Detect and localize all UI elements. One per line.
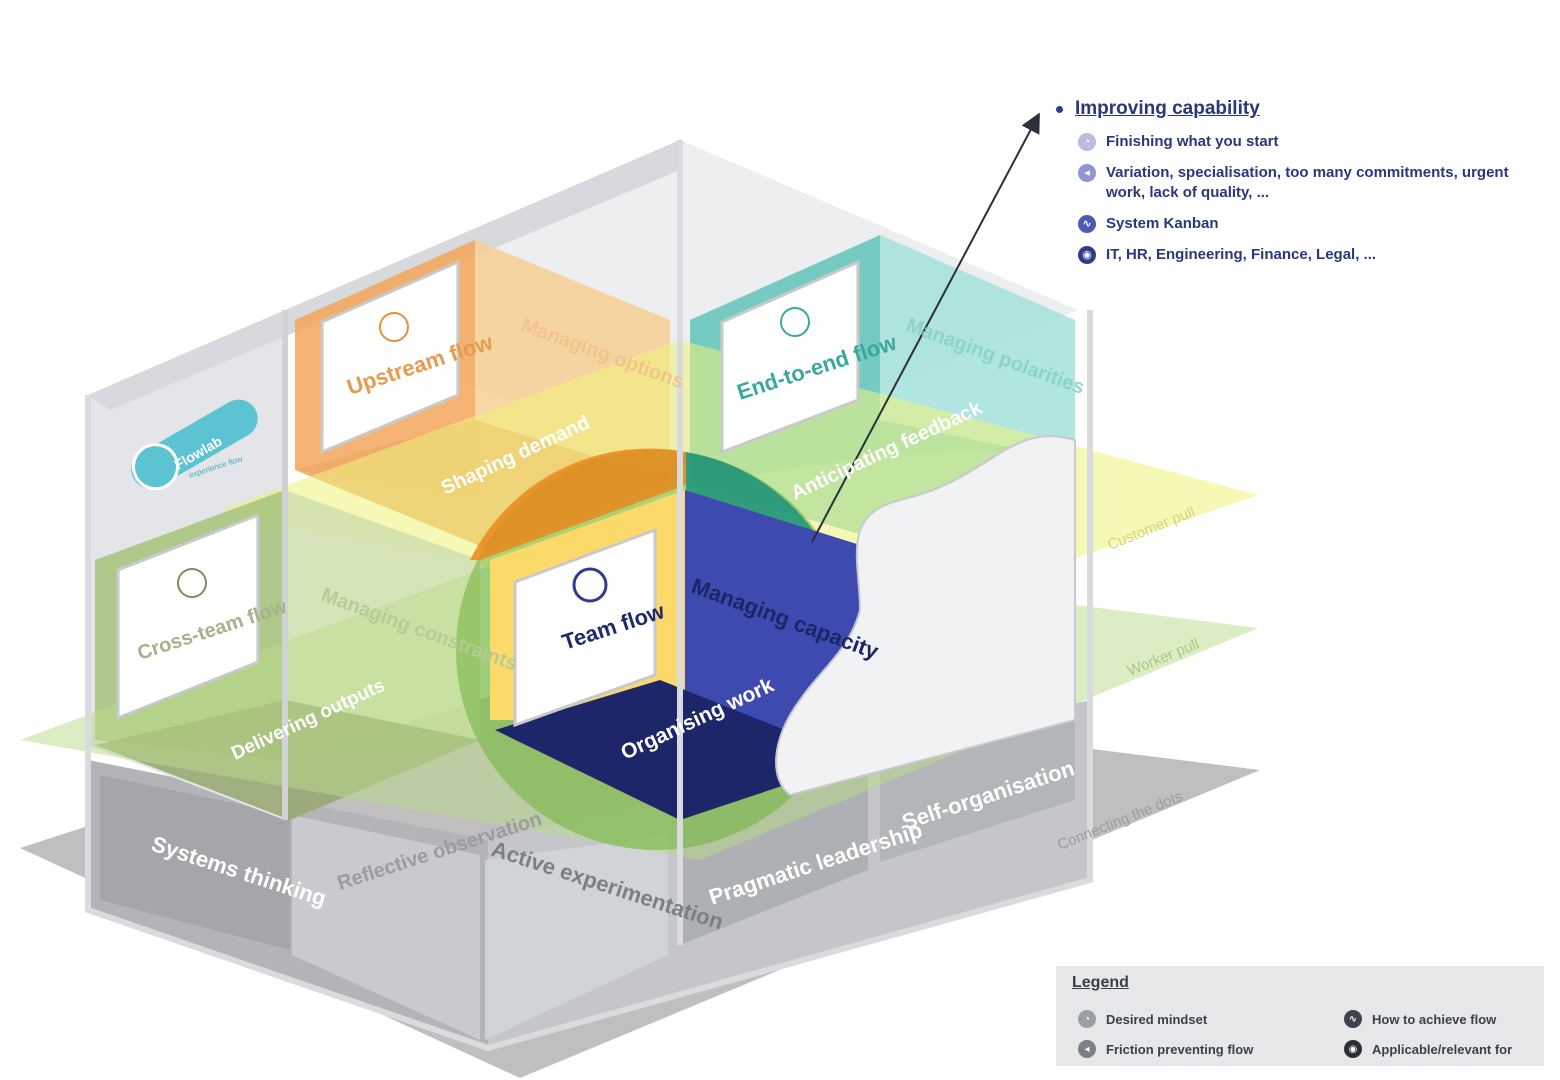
team-highlight-orange <box>470 448 686 560</box>
info-item-text: IT, HR, Engineering, Finance, Legal, ... <box>1106 246 1377 263</box>
foundation-room-3 <box>485 835 668 1040</box>
legend-item-text: Applicable/relevant for <box>1372 1041 1513 1057</box>
info-bullet-icon <box>1056 105 1063 113</box>
legend-box: Legend ◔ Desired mindset ∿ How to achiev… <box>1056 966 1544 1066</box>
cross-team-board <box>116 512 260 721</box>
team-board-icon <box>572 567 608 603</box>
info-item: ◂ Variation, specialisation, too many co… <box>1078 163 1536 203</box>
info-list: ◔ Finishing what you start ◂ Variation, … <box>1078 132 1536 265</box>
team-highlight-teal <box>686 452 820 540</box>
upstream-board-icon <box>379 312 409 342</box>
legend-title: Legend <box>1072 974 1129 991</box>
info-panel: Improving capability ◔ Finishing what yo… <box>1056 98 1536 276</box>
legend-item-text: How to achieve flow <box>1372 1011 1497 1027</box>
info-item: ◉ IT, HR, Engineering, Finance, Legal, .… <box>1078 245 1536 265</box>
legend-item: ◔ Desired mindset <box>1078 1010 1207 1028</box>
mindset-icon: ◔ <box>1078 1010 1096 1028</box>
team-board <box>513 527 657 728</box>
foundation-room-2 <box>292 815 480 1040</box>
upstream-board <box>320 259 460 455</box>
friction-icon: ◂ <box>1078 164 1096 182</box>
achieve-icon: ∿ <box>1078 215 1096 233</box>
legend-item-text: Friction preventing flow <box>1106 1041 1254 1057</box>
frame-lines <box>85 310 1093 1052</box>
legend-item-text: Desired mindset <box>1106 1011 1208 1027</box>
mindset-icon: ◔ <box>1078 133 1096 151</box>
info-item-text: Variation, specialisation, too many comm… <box>1106 164 1509 201</box>
cross-team-board-icon <box>177 568 207 598</box>
info-item: ◔ Finishing what you start <box>1078 132 1536 152</box>
legend-item: ◉ Applicable/relevant for <box>1344 1040 1512 1058</box>
info-item-text: System Kanban <box>1106 215 1219 232</box>
info-title-row: Improving capability <box>1056 98 1536 120</box>
legend-item: ◂ Friction preventing flow <box>1078 1040 1253 1058</box>
e2e-room-right-wall <box>880 235 1075 455</box>
achieve-icon: ∿ <box>1344 1010 1362 1028</box>
legend-item: ∿ How to achieve flow <box>1344 1010 1496 1028</box>
cutout-curtain <box>775 434 1076 797</box>
back-roof-left <box>88 140 680 410</box>
info-item: ∿ System Kanban <box>1078 214 1536 234</box>
info-item-text: Finishing what you start <box>1106 133 1279 150</box>
pointer-arrow <box>811 112 1040 543</box>
applicable-icon: ◉ <box>1078 246 1096 264</box>
e2e-board <box>720 259 860 455</box>
info-title[interactable]: Improving capability <box>1075 98 1260 119</box>
e2e-board-icon <box>780 307 810 337</box>
applicable-icon: ◉ <box>1344 1040 1362 1058</box>
foundation-room-1 <box>100 775 290 950</box>
friction-icon: ◂ <box>1078 1040 1096 1058</box>
flowlab-logo <box>131 399 258 491</box>
